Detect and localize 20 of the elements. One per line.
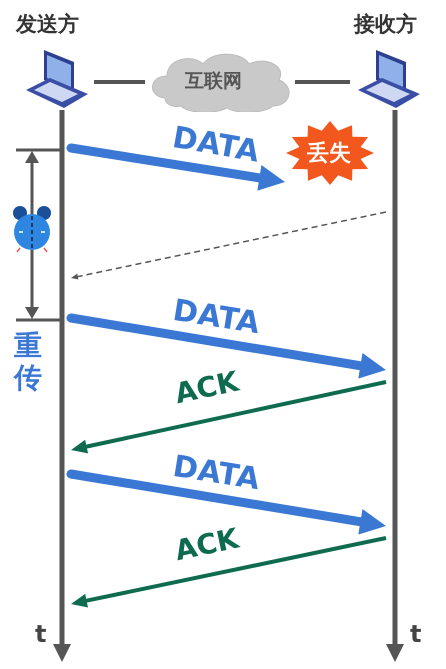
message-label: DATA <box>170 449 262 498</box>
party-heading: 发送方 <box>16 11 79 38</box>
party-heading: 接收方 <box>354 11 417 38</box>
loss-label: 丢失 <box>307 140 351 168</box>
message-label: DATA <box>170 293 262 342</box>
message-arrow <box>71 211 386 280</box>
message-arrow <box>71 380 386 454</box>
time-label: t <box>35 620 46 648</box>
message-arrow <box>71 536 386 608</box>
message-arrow <box>66 314 386 379</box>
network-label: 互联网 <box>185 69 242 94</box>
connector-line <box>94 80 145 84</box>
connector-line <box>295 80 350 84</box>
message-label: DATA <box>170 120 262 170</box>
message-arrow <box>66 470 386 535</box>
message-label: ACK <box>172 522 242 568</box>
message-label: ACK <box>172 364 242 410</box>
retransmit-label: 重传 <box>14 330 43 394</box>
message-arrow <box>66 144 285 191</box>
time-label: t <box>410 620 422 648</box>
